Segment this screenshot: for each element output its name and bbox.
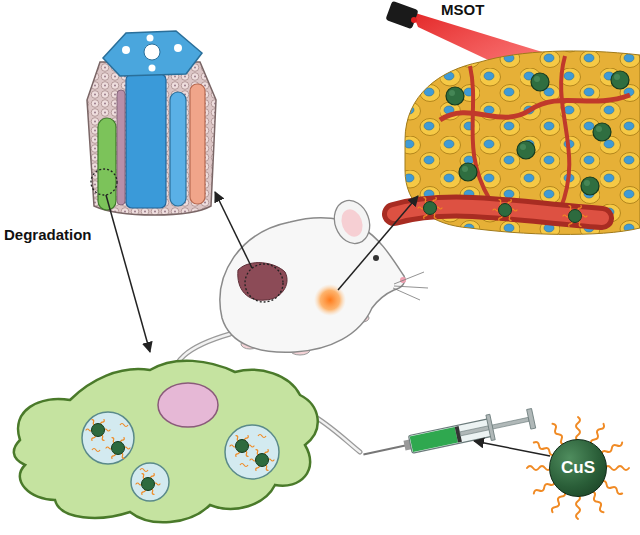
degraded-nanoparticle: [106, 437, 130, 459]
macrophage: [14, 361, 318, 523]
portal-vein: [170, 92, 186, 206]
mouse-tumor: [314, 284, 346, 316]
free-ligand: [92, 424, 266, 472]
central-vein: [126, 74, 166, 208]
particle-ligands: [527, 417, 629, 519]
nanoparticle: [593, 123, 611, 141]
laser-lens: [411, 17, 417, 23]
technique-label: MSOT: [441, 1, 484, 18]
tumor-tissue: [394, 40, 640, 240]
macrophage-nucleus: [158, 383, 218, 427]
leader-arrow: [106, 195, 150, 352]
blood-vessel: [440, 95, 630, 120]
nanoparticle: [493, 199, 517, 221]
nanoparticle: [563, 205, 587, 227]
leader-arrows: [106, 192, 550, 456]
zoom-circle: [91, 169, 117, 195]
lobule-hole: [122, 46, 130, 54]
vesicle: [82, 412, 134, 464]
nanoparticle: [418, 197, 442, 219]
mouse-ear-inner: [338, 206, 366, 239]
syringe-rod: [460, 417, 529, 435]
lobule-hole: [147, 35, 154, 42]
lobule-top: [103, 31, 202, 76]
particle-core: CuS: [549, 439, 607, 497]
degraded-nanoparticle: [86, 419, 110, 441]
syringe-barrel: [408, 419, 492, 454]
syringe-fluid: [410, 427, 458, 452]
leader-arrow: [338, 196, 418, 290]
liver-lobule: [87, 31, 216, 215]
degraded-nanoparticle: [136, 473, 160, 495]
leader-arrow: [215, 192, 252, 268]
degraded-nanoparticle: [230, 435, 254, 457]
nanoparticle: [611, 71, 629, 89]
vesicle: [225, 425, 279, 479]
nanoparticle: [531, 73, 549, 91]
mouse-whiskers: [393, 272, 428, 300]
laser-device: [385, 1, 418, 29]
node-label: CuS: [561, 458, 595, 478]
nanoparticle: [581, 177, 599, 195]
hepatic-artery: [190, 84, 205, 204]
nanoparticle: [459, 163, 477, 181]
zoom-circle: [245, 264, 283, 302]
syringe: [361, 406, 537, 468]
mouse-ear: [329, 196, 376, 249]
leader-arrow: [474, 441, 550, 456]
mouse-body: [220, 218, 405, 353]
process-label: Degradation: [4, 226, 92, 243]
sinusoid: [117, 90, 125, 205]
vesicle: [131, 463, 169, 501]
lobule-hole: [149, 65, 156, 72]
degraded-nanoparticle: [250, 449, 274, 471]
lobule-tissue: [87, 62, 216, 215]
nanoparticle: [517, 141, 535, 159]
syringe-thumb: [527, 409, 536, 430]
syringe-needle: [363, 445, 406, 454]
macrophage-body: [14, 361, 318, 523]
blood-vessel: [560, 56, 569, 210]
mouse-eye: [373, 255, 379, 261]
syringe-flange: [486, 414, 495, 440]
lobule-hole: [144, 44, 160, 60]
nanoparticle: [446, 87, 464, 105]
lobule-hole: [174, 44, 182, 52]
